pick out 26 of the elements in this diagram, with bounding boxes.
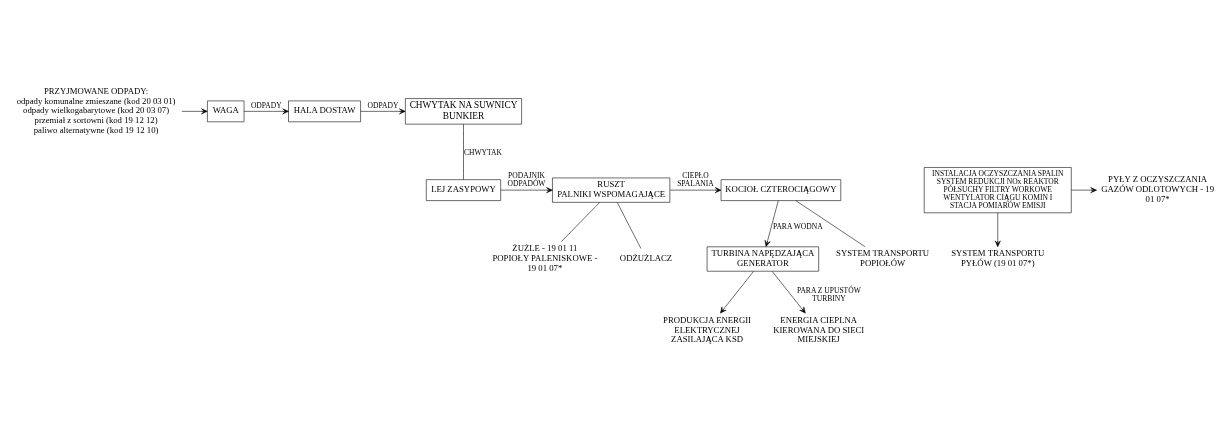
node-box: LEJ ZASYPOWY xyxy=(426,179,501,201)
node-text: ŻUŻLE - 19 01 11 POPIOŁY PALENISKOWE - 19 01 07* xyxy=(492,243,598,273)
node-text: PRODUKCJA ENERGII ELEKTRYCZNEJ ZASILAJĄCA KSD xyxy=(663,314,752,345)
node-box: HALA DOSTAW xyxy=(288,100,361,123)
arrow xyxy=(771,271,806,314)
node-text: SYSTEM TRANSPORTU POPIOŁÓW xyxy=(836,248,930,268)
node-text: ODŻUŻLACZ xyxy=(619,253,673,264)
arrow xyxy=(181,108,208,115)
node-box: RUSZT PALNIKI WSPOMAGAJĄCE xyxy=(552,177,671,203)
arrow xyxy=(764,200,779,247)
arrow xyxy=(243,108,289,115)
node-box: WAGA xyxy=(207,100,245,123)
arrow xyxy=(994,212,1001,247)
node-text: ENERGIA CIEPLNA KIEROWANA DO SIECI MIEJSKIEJ xyxy=(773,314,865,345)
arrow xyxy=(360,108,406,115)
node-text: SYSTEM TRANSPORTU PYŁÓW (19 01 07*) xyxy=(951,248,1045,268)
arrow xyxy=(1071,187,1097,194)
node-box: TURBINA NAPĘDZAJĄCA GENERATOR xyxy=(706,246,819,272)
arrow xyxy=(669,187,722,194)
node-text: PYŁY Z OCZYSZCZANIA GAZÓW ODLOTOWYCH - 19 01 07* xyxy=(1101,174,1214,205)
node-box: KOCIOŁ CZTEROCIĄGOWY xyxy=(720,179,842,201)
arrow xyxy=(720,271,754,314)
connector xyxy=(561,202,601,242)
node-text: PRZYJMOWANE ODPADY: odpady komunalne zmieszane (kod 20 03 01) odpady wielkogabarytowe (kod 20 03 07) przemiał z sortowni (kod 19 12 12) paliwo alternatywne (kod 19 12 10) xyxy=(16,85,176,136)
arrow xyxy=(500,187,553,194)
node-box: CHWYTAK NA SUWNICY BUNKIER xyxy=(405,98,522,125)
